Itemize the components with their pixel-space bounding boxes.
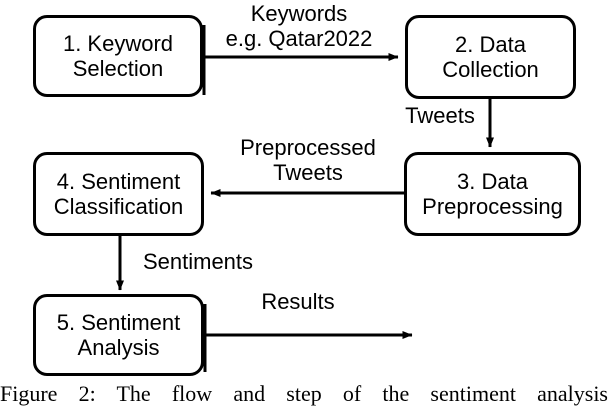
- node-sentiment-analysis[interactable]: 5. Sentiment Analysis: [33, 294, 204, 376]
- node-label-line1: 5. Sentiment: [56, 309, 181, 335]
- node-label-line2: Selection: [72, 56, 164, 81]
- node-label-line2: Collection: [442, 57, 539, 82]
- edge-label-preprocessed-tweets: Preprocessed Tweets: [222, 135, 394, 185]
- edge-label-line2: e.g. Qatar2022: [225, 25, 373, 51]
- node-label-line2: Preprocessing: [422, 194, 563, 219]
- edge-label-tweets: Tweets: [393, 103, 487, 129]
- figure-caption: Figure 2: The flow and step of the senti…: [0, 381, 608, 406]
- node-label-line2: Analysis: [77, 335, 160, 360]
- node-label-line1: 4. Sentiment: [56, 168, 181, 194]
- edge-label-sentiments: Sentiments: [128, 249, 268, 275]
- edge-label-results: Results: [248, 289, 348, 315]
- node-label-line2: Classification: [53, 194, 184, 219]
- node-label-line1: 3. Data: [457, 168, 528, 194]
- edge-label-line1: Results: [261, 289, 335, 314]
- edge-label-keywords: Keywords e.g. Qatar2022: [206, 1, 392, 51]
- node-data-preprocessing[interactable]: 3. Data Preprocessing: [404, 152, 581, 236]
- edge-label-line1: Preprocessed: [240, 135, 376, 160]
- node-label-line1: 2. Data: [455, 31, 526, 57]
- edge-results: [203, 304, 413, 372]
- node-keyword-selection[interactable]: 1. Keyword Selection: [33, 15, 203, 97]
- edge-keywords: [202, 25, 399, 95]
- edge-label-line1: Tweets: [405, 103, 475, 128]
- node-sentiment-classification[interactable]: 4. Sentiment Classification: [33, 152, 204, 236]
- edge-label-line2: Tweets: [273, 159, 343, 185]
- node-label-line1: 1. Keyword: [62, 30, 174, 56]
- edge-label-line1: Sentiments: [142, 249, 254, 274]
- edge-label-line1: Keywords: [250, 1, 348, 26]
- node-data-collection[interactable]: 2. Data Collection: [405, 15, 576, 99]
